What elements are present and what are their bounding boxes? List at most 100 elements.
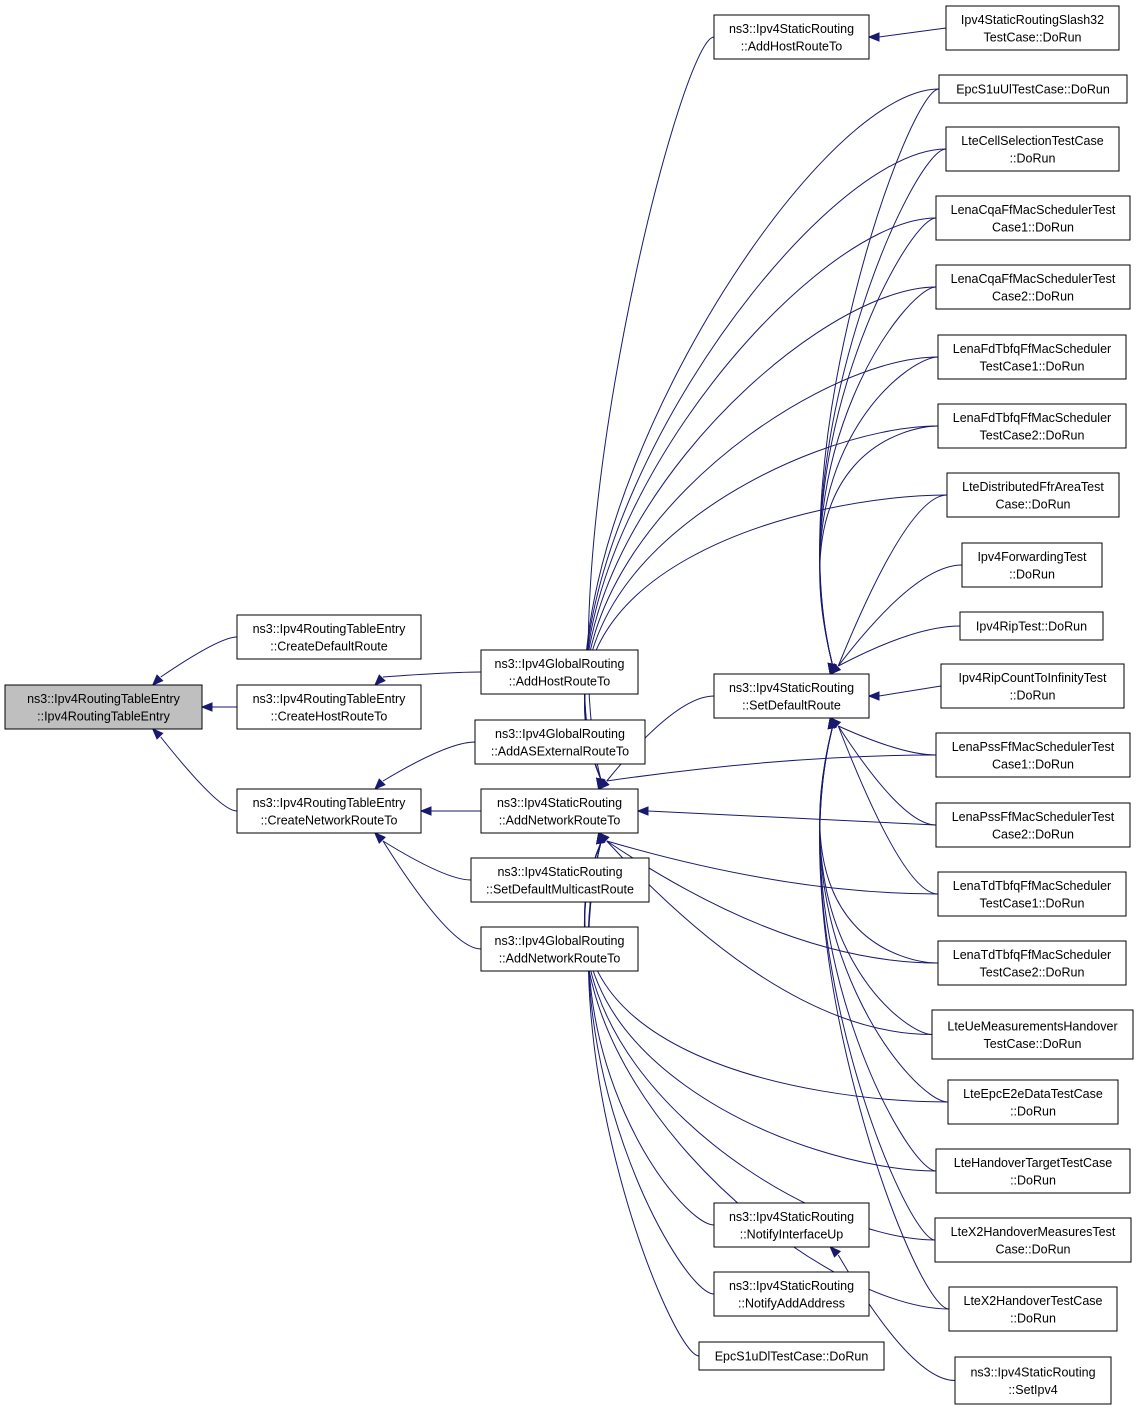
node-box-epcS1uUl[interactable] (938, 74, 1128, 104)
node-group-createHostRouteTo[interactable]: ns3::Ipv4RoutingTableEntry::CreateHostRo… (236, 684, 422, 730)
node-box-fdtbfq2[interactable] (937, 403, 1127, 449)
node-staticSetDefaultRoute[interactable]: ns3::Ipv4StaticRouting::SetDefaultRoute (713, 673, 870, 719)
node-group-lteEpcE2e[interactable]: LteEpcE2eDataTestCase::DoRun (947, 1079, 1119, 1125)
node-group-ipv4Forwarding[interactable]: Ipv4ForwardingTest::DoRun (961, 542, 1103, 588)
node-createNetworkRouteTo[interactable]: ns3::Ipv4RoutingTableEntry::CreateNetwor… (236, 788, 422, 834)
node-group-ipv4RipCount[interactable]: Ipv4RipCountToInfinityTest::DoRun (940, 663, 1125, 709)
node-staticSetDefaultMulticastRoute[interactable]: ns3::Ipv4StaticRouting::SetDefaultMultic… (470, 857, 650, 903)
node-box-cqa1[interactable] (935, 195, 1131, 241)
node-group-lteHandoverTarget[interactable]: LteHandoverTargetTestCase::DoRun (935, 1148, 1131, 1194)
node-box-staticAddHostRouteTo[interactable] (713, 14, 870, 60)
node-epcS1uUl[interactable]: EpcS1uUlTestCase::DoRun (938, 74, 1128, 104)
node-group-createNetworkRouteTo[interactable]: ns3::Ipv4RoutingTableEntry::CreateNetwor… (236, 788, 422, 834)
node-group-createDefaultRoute[interactable]: ns3::Ipv4RoutingTableEntry::CreateDefaul… (236, 614, 422, 660)
node-group-staticNotifyAddAddress[interactable]: ns3::Ipv4StaticRouting::NotifyAddAddress (713, 1271, 870, 1317)
node-staticSetIpv4[interactable]: ns3::Ipv4StaticRouting::SetIpv4 (954, 1356, 1112, 1405)
node-box-pss1[interactable] (935, 732, 1131, 778)
node-ipv4Rip[interactable]: Ipv4RipTest::DoRun (959, 611, 1104, 641)
node-group-epcS1uUl[interactable]: EpcS1uUlTestCase::DoRun (938, 74, 1128, 104)
node-box-staticSetIpv4[interactable] (954, 1356, 1112, 1405)
node-lteX2Handover[interactable]: LteX2HandoverTestCase::DoRun (948, 1286, 1118, 1332)
node-box-tdtbfq1[interactable] (937, 871, 1127, 917)
node-box-globalAddNetworkRouteTo[interactable] (480, 926, 639, 972)
node-staticAddNetworkRouteTo[interactable]: ns3::Ipv4StaticRouting::AddNetworkRouteT… (480, 788, 639, 834)
node-group-globalAddHostRouteTo[interactable]: ns3::Ipv4GlobalRouting::AddHostRouteTo (480, 649, 639, 695)
node-box-staticNotifyInterfaceUp[interactable] (713, 1202, 870, 1248)
node-group-staticAddNetworkRouteTo[interactable]: ns3::Ipv4StaticRouting::AddNetworkRouteT… (480, 788, 639, 834)
node-box-slash32[interactable] (945, 5, 1120, 51)
node-staticAddHostRouteTo[interactable]: ns3::Ipv4StaticRouting::AddHostRouteTo (713, 14, 870, 60)
node-group-staticSetDefaultRoute[interactable]: ns3::Ipv4StaticRouting::SetDefaultRoute (713, 673, 870, 719)
node-globalAddHostRouteTo[interactable]: ns3::Ipv4GlobalRouting::AddHostRouteTo (480, 649, 639, 695)
node-lteHandoverTarget[interactable]: LteHandoverTargetTestCase::DoRun (935, 1148, 1131, 1194)
node-box-lteDistFfr[interactable] (946, 472, 1120, 518)
node-box-fdtbfq1[interactable] (937, 334, 1127, 380)
node-lteCellSelection[interactable]: LteCellSelectionTestCase::DoRun (945, 126, 1120, 172)
node-createDefaultRoute[interactable]: ns3::Ipv4RoutingTableEntry::CreateDefaul… (236, 614, 422, 660)
node-epcS1uDlDoRun[interactable]: EpcS1uDlTestCase::DoRun (698, 1341, 885, 1371)
node-box-cqa2[interactable] (935, 264, 1131, 310)
node-box-lteCellSelection[interactable] (945, 126, 1120, 172)
node-globalAddNetworkRouteTo[interactable]: ns3::Ipv4GlobalRouting::AddNetworkRouteT… (480, 926, 639, 972)
node-staticNotifyAddAddress[interactable]: ns3::Ipv4StaticRouting::NotifyAddAddress (713, 1271, 870, 1317)
node-box-lteHandoverTarget[interactable] (935, 1148, 1131, 1194)
node-box-ipv4RipCount[interactable] (940, 663, 1125, 709)
node-lteEpcE2e[interactable]: LteEpcE2eDataTestCase::DoRun (947, 1079, 1119, 1125)
node-group-root[interactable]: ns3::Ipv4RoutingTableEntry::Ipv4RoutingT… (4, 684, 203, 730)
node-box-createHostRouteTo[interactable] (236, 684, 422, 730)
node-group-globalAddASExternalRouteTo[interactable]: ns3::Ipv4GlobalRouting::AddASExternalRou… (474, 719, 646, 765)
node-box-lteEpcE2e[interactable] (947, 1079, 1119, 1125)
node-ipv4Forwarding[interactable]: Ipv4ForwardingTest::DoRun (961, 542, 1103, 588)
node-ipv4RipCount[interactable]: Ipv4RipCountToInfinityTest::DoRun (940, 663, 1125, 709)
node-group-epcS1uDlDoRun[interactable]: EpcS1uDlTestCase::DoRun (698, 1341, 885, 1371)
node-box-globalAddASExternalRouteTo[interactable] (474, 719, 646, 765)
node-box-lteUeMeas[interactable] (931, 1009, 1134, 1060)
node-group-ipv4Rip[interactable]: Ipv4RipTest::DoRun (959, 611, 1104, 641)
node-box-epcS1uDlDoRun[interactable] (698, 1341, 885, 1371)
node-box-staticNotifyAddAddress[interactable] (713, 1271, 870, 1317)
node-box-createDefaultRoute[interactable] (236, 614, 422, 660)
node-group-staticSetDefaultMulticastRoute[interactable]: ns3::Ipv4StaticRouting::SetDefaultMultic… (470, 857, 650, 903)
node-box-lteX2Measures[interactable] (934, 1217, 1132, 1263)
node-group-globalAddNetworkRouteTo[interactable]: ns3::Ipv4GlobalRouting::AddNetworkRouteT… (480, 926, 639, 972)
node-box-lteX2Handover[interactable] (948, 1286, 1118, 1332)
node-box-globalAddHostRouteTo[interactable] (480, 649, 639, 695)
node-box-ipv4Forwarding[interactable] (961, 542, 1103, 588)
node-box-staticSetDefaultMulticastRoute[interactable] (470, 857, 650, 903)
node-root[interactable]: ns3::Ipv4RoutingTableEntry::Ipv4RoutingT… (4, 684, 203, 730)
node-box-pss2[interactable] (935, 802, 1131, 848)
node-group-staticNotifyInterfaceUp[interactable]: ns3::Ipv4StaticRouting::NotifyInterfaceU… (713, 1202, 870, 1248)
node-box-staticAddNetworkRouteTo[interactable] (480, 788, 639, 834)
node-group-lteCellSelection[interactable]: LteCellSelectionTestCase::DoRun (945, 126, 1120, 172)
node-globalAddASExternalRouteTo[interactable]: ns3::Ipv4GlobalRouting::AddASExternalRou… (474, 719, 646, 765)
node-group-staticSetIpv4[interactable]: ns3::Ipv4StaticRouting::SetIpv4 (954, 1356, 1112, 1405)
node-createHostRouteTo[interactable]: ns3::Ipv4RoutingTableEntry::CreateHostRo… (236, 684, 422, 730)
node-box-tdtbfq2[interactable] (937, 940, 1127, 986)
node-box-ipv4Rip[interactable] (959, 611, 1104, 641)
node-staticNotifyInterfaceUp[interactable]: ns3::Ipv4StaticRouting::NotifyInterfaceU… (713, 1202, 870, 1248)
node-group-lteX2Handover[interactable]: LteX2HandoverTestCase::DoRun (948, 1286, 1118, 1332)
node-box-staticSetDefaultRoute[interactable] (713, 673, 870, 719)
